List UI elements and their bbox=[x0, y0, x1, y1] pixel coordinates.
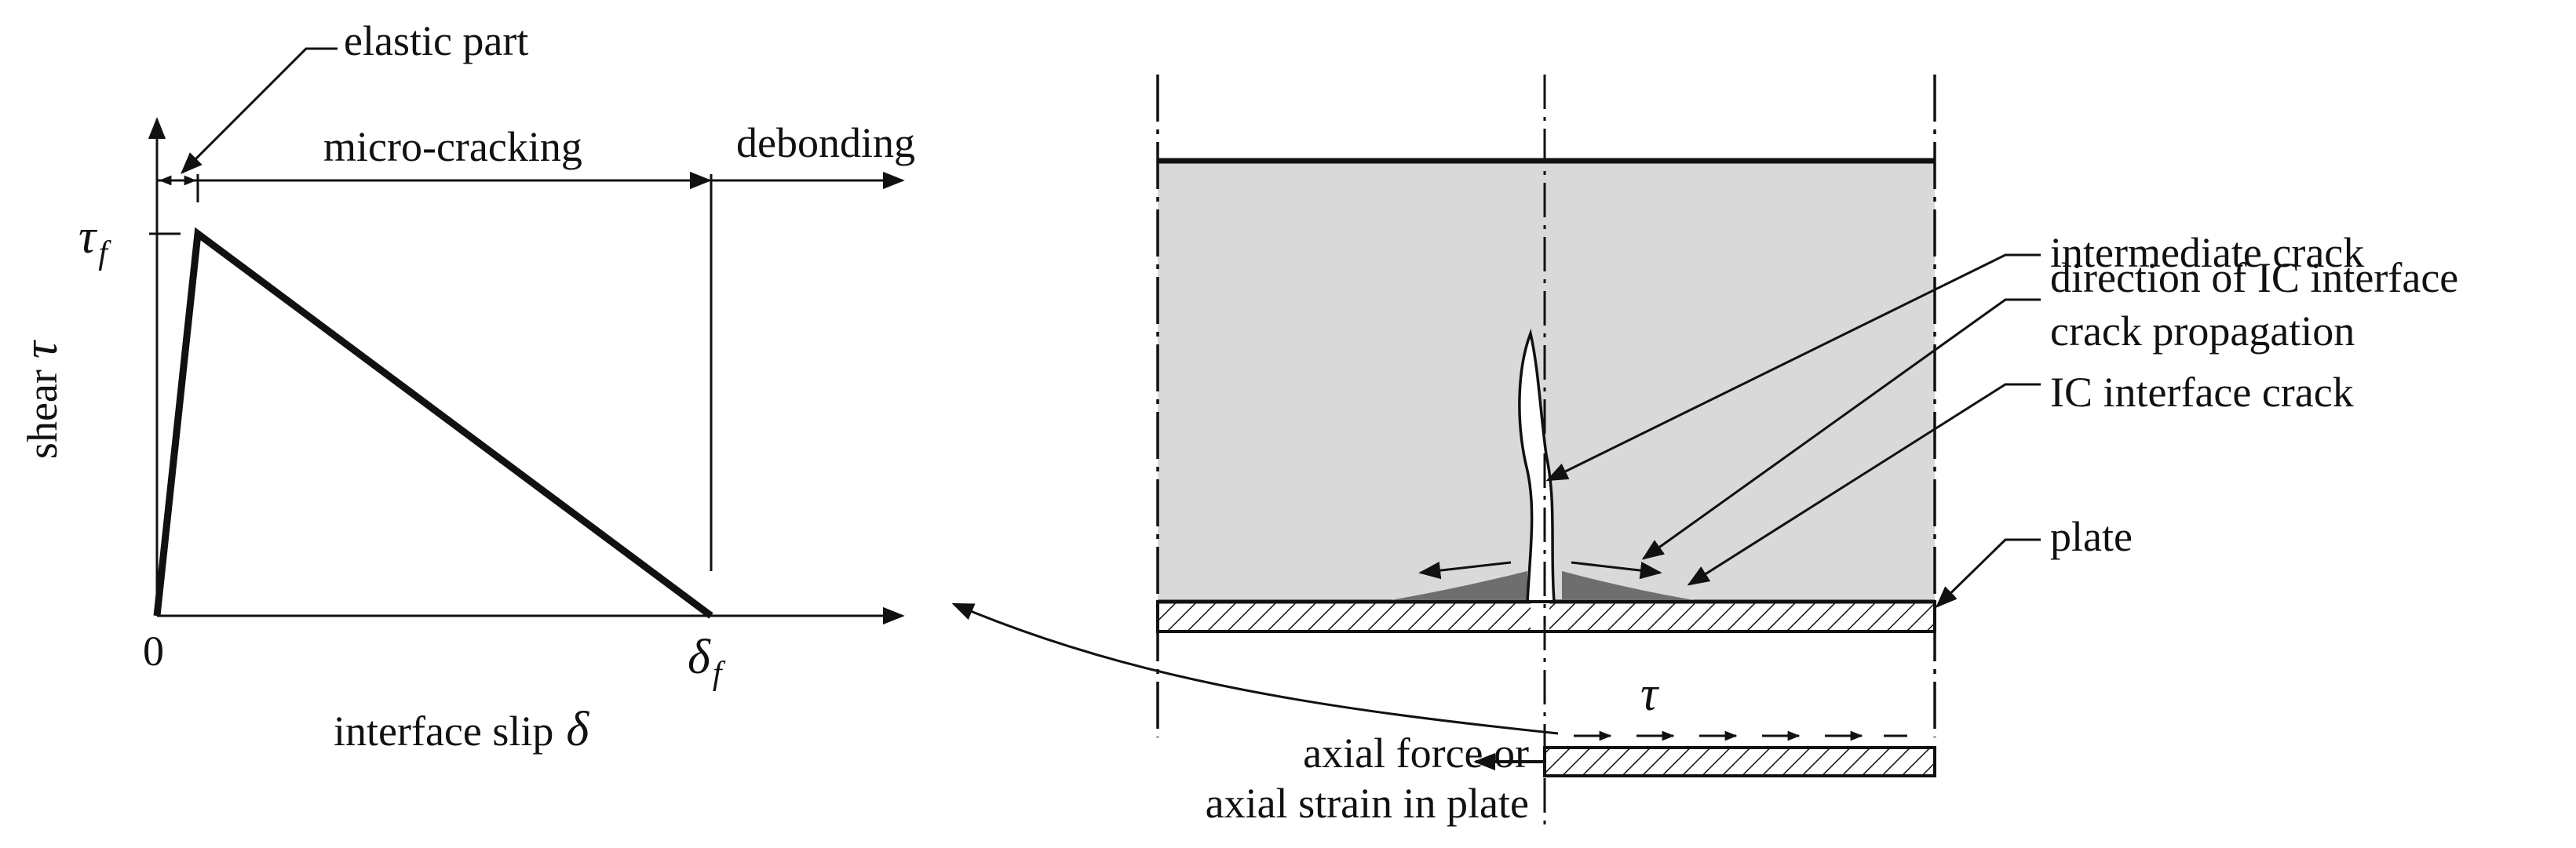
leader-direction bbox=[1641, 298, 2041, 560]
leader-ic-interface-crack bbox=[1687, 383, 2041, 586]
propagation-arrow-left bbox=[1418, 561, 1512, 580]
leader-plate bbox=[1935, 538, 2041, 608]
axial-label-line1: axial force or bbox=[1303, 730, 1529, 777]
axial-label-line2: axial strain in plate bbox=[1206, 780, 1529, 827]
tau-label: τ bbox=[1640, 668, 1660, 721]
elastic-part-label: elastic part bbox=[344, 17, 528, 64]
bond-slip-curve bbox=[153, 227, 713, 619]
propagation-arrow-right bbox=[1571, 561, 1662, 580]
y-axis-title: shearτ bbox=[14, 339, 68, 459]
ic-interface-crack-label: IC interface crack bbox=[2050, 369, 2354, 416]
plate-label: plate bbox=[2050, 513, 2133, 560]
plate-free-body bbox=[1543, 746, 1936, 777]
plate-crack-gap bbox=[1531, 603, 1549, 630]
microcracking-label: micro-cracking bbox=[323, 123, 582, 170]
origin-label: 0 bbox=[143, 628, 164, 675]
beam-diagram: intermediate crack direction of IC inter… bbox=[951, 75, 2458, 828]
leader-intermediate-crack bbox=[1545, 253, 2041, 482]
debonding-label: debonding bbox=[736, 119, 915, 166]
direction-label-line2: crack propagation bbox=[2050, 308, 2355, 355]
delta-f-label: δf bbox=[688, 631, 726, 692]
intermediate-crack-label: intermediate crack bbox=[2050, 229, 2364, 276]
direction-label-line1: direction of IC interface bbox=[2050, 254, 2458, 301]
interface-crack-right bbox=[1562, 571, 1703, 602]
tau-f-label: τf bbox=[78, 210, 111, 271]
bond-slip-chart: elastic part micro-cracking debonding τf… bbox=[14, 17, 915, 756]
interface-crack-left bbox=[1381, 571, 1527, 602]
elastic-pointer bbox=[181, 47, 338, 174]
link-arrow bbox=[951, 602, 1559, 735]
